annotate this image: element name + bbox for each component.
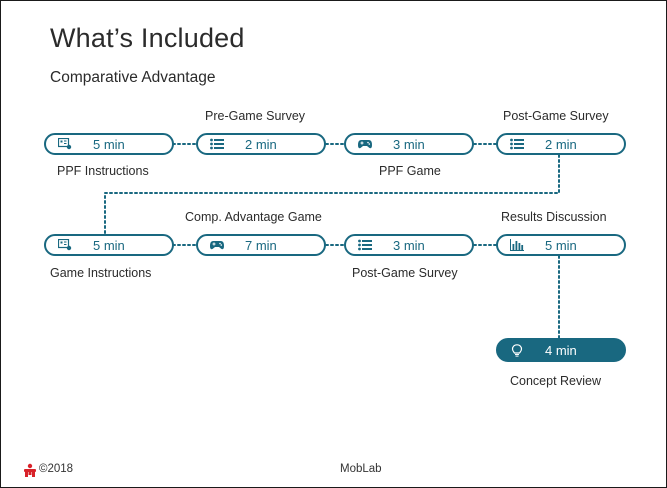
step-pre-game-survey[interactable]: 2 min xyxy=(196,133,326,155)
step-duration: 5 min xyxy=(545,238,577,253)
step-duration: 3 min xyxy=(393,238,425,253)
step-duration: 5 min xyxy=(93,238,125,253)
step-label: Post-Game Survey xyxy=(352,266,458,280)
page-subtitle: Comparative Advantage xyxy=(50,69,216,86)
step-duration: 7 min xyxy=(245,238,277,253)
lightbulb-icon xyxy=(510,343,524,357)
step-label: Game Instructions xyxy=(50,266,152,280)
footer-brand: MobLab xyxy=(340,463,382,475)
step-label: Comp. Advantage Game xyxy=(185,210,322,224)
step-label: Concept Review xyxy=(510,374,602,388)
step-label: PPF Instructions xyxy=(57,164,149,178)
step-label: Pre-Game Survey xyxy=(205,109,306,123)
instructions-icon xyxy=(58,138,72,150)
moblab-logo-icon xyxy=(23,463,37,477)
instructions-icon xyxy=(58,239,72,251)
step-ppf-game[interactable]: 3 min xyxy=(344,133,474,155)
step-label: PPF Game xyxy=(379,164,441,178)
step-post-game-survey-2[interactable]: 3 min xyxy=(344,234,474,256)
step-duration: 5 min xyxy=(93,137,125,152)
step-label: Post-Game Survey xyxy=(503,109,609,123)
step-ppf-instructions[interactable]: 5 min xyxy=(44,133,174,155)
survey-list-icon xyxy=(210,138,224,150)
connector xyxy=(104,154,560,235)
step-comp-advantage-game[interactable]: 7 min xyxy=(196,234,326,256)
gamepad-icon xyxy=(210,239,224,251)
step-game-instructions[interactable]: 5 min xyxy=(44,234,174,256)
survey-list-icon xyxy=(358,239,372,251)
gamepad-icon xyxy=(358,138,372,150)
step-duration: 2 min xyxy=(245,137,277,152)
step-duration: 3 min xyxy=(393,137,425,152)
footer-copyright: ©2018 xyxy=(39,463,74,475)
step-results-discussion[interactable]: 5 min xyxy=(496,234,626,256)
survey-list-icon xyxy=(510,138,524,150)
step-concept-review[interactable]: 4 min xyxy=(496,338,626,362)
step-duration: 4 min xyxy=(545,343,577,358)
bar-chart-icon xyxy=(510,239,524,251)
page-title: What’s Included xyxy=(50,23,245,53)
step-duration: 2 min xyxy=(545,137,577,152)
step-label: Results Discussion xyxy=(501,210,607,224)
step-post-game-survey-1[interactable]: 2 min xyxy=(496,133,626,155)
